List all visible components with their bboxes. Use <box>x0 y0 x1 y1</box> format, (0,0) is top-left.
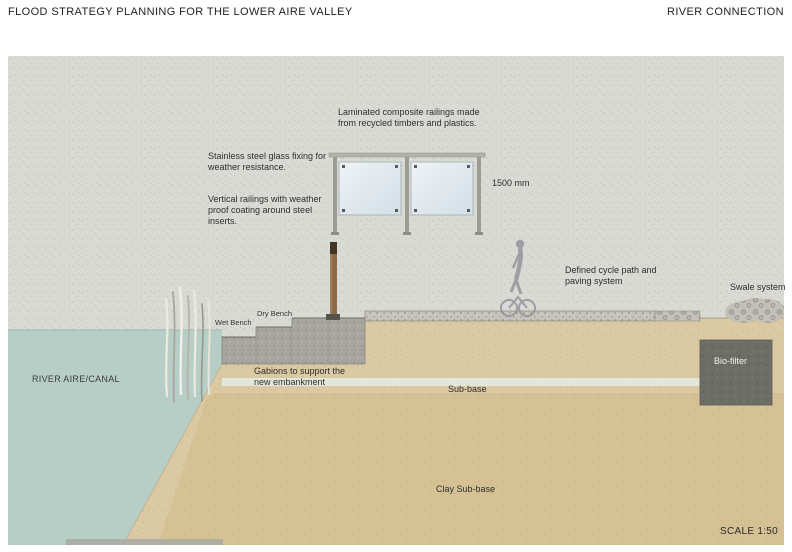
post-base-plate <box>475 232 483 235</box>
sheet-title: FLOOD STRATEGY PLANNING FOR THE LOWER AI… <box>8 6 353 18</box>
reed-grasses <box>164 286 211 403</box>
annotation-bio-filter: Bio-filter <box>714 356 748 366</box>
annotation-river: RIVER AIRE/CANAL <box>32 374 120 384</box>
bio-filter-box <box>699 339 773 406</box>
annotation-sub-base: Sub-base <box>448 384 487 394</box>
railing-detail <box>328 152 486 235</box>
cyclist-figure <box>500 239 536 317</box>
annotation-scale: SCALE 1:50 <box>720 526 779 537</box>
timber-post <box>326 242 340 320</box>
glass-panel-right <box>410 161 474 216</box>
railing-post-middle <box>405 157 409 234</box>
annotation-glass-fixing: Stainless steel glass fixing for weather… <box>208 151 327 172</box>
annotation-dry-bench: Dry Bench <box>257 309 293 318</box>
section-drawing-svg <box>8 56 784 545</box>
railing-post-right <box>477 157 481 234</box>
drainage-layer-strip <box>222 378 700 386</box>
annotation-railing-height: 1500 mm <box>492 178 530 188</box>
post-base-fixing <box>326 314 340 320</box>
annotation-railings: Laminated composite railings made from r… <box>338 107 480 128</box>
gabion-blocks <box>221 317 366 365</box>
annotation-cycle-path: Defined cycle path and paving system <box>565 265 657 286</box>
post-base-plate <box>403 232 411 235</box>
river-water <box>8 330 222 545</box>
annotation-vertical-railings: Vertical railings with weather proof coa… <box>208 194 322 226</box>
railing-post-left <box>333 157 337 234</box>
railing-top-rail <box>328 152 486 158</box>
path-edge-gravel <box>654 310 701 322</box>
section-drawing: Laminated composite railings made from r… <box>8 56 786 545</box>
glass-panel-left <box>338 161 402 216</box>
annotation-gabions: Gabions to support the new embankment <box>254 366 346 387</box>
swale-system <box>725 298 784 323</box>
post-base-plate <box>331 232 339 235</box>
sheet-section-label: RIVER CONNECTION <box>666 6 784 18</box>
bottom-edge-strip <box>66 539 223 545</box>
clay-subbase-layer <box>158 394 784 545</box>
embankment-slope-edge <box>122 363 223 545</box>
annotation-swale: Swale system <box>730 282 786 292</box>
annotation-wet-bench: Wet Bench <box>215 318 252 327</box>
annotation-clay-sub-base: Clay Sub-base <box>436 484 496 494</box>
glass-fixings <box>342 165 470 212</box>
